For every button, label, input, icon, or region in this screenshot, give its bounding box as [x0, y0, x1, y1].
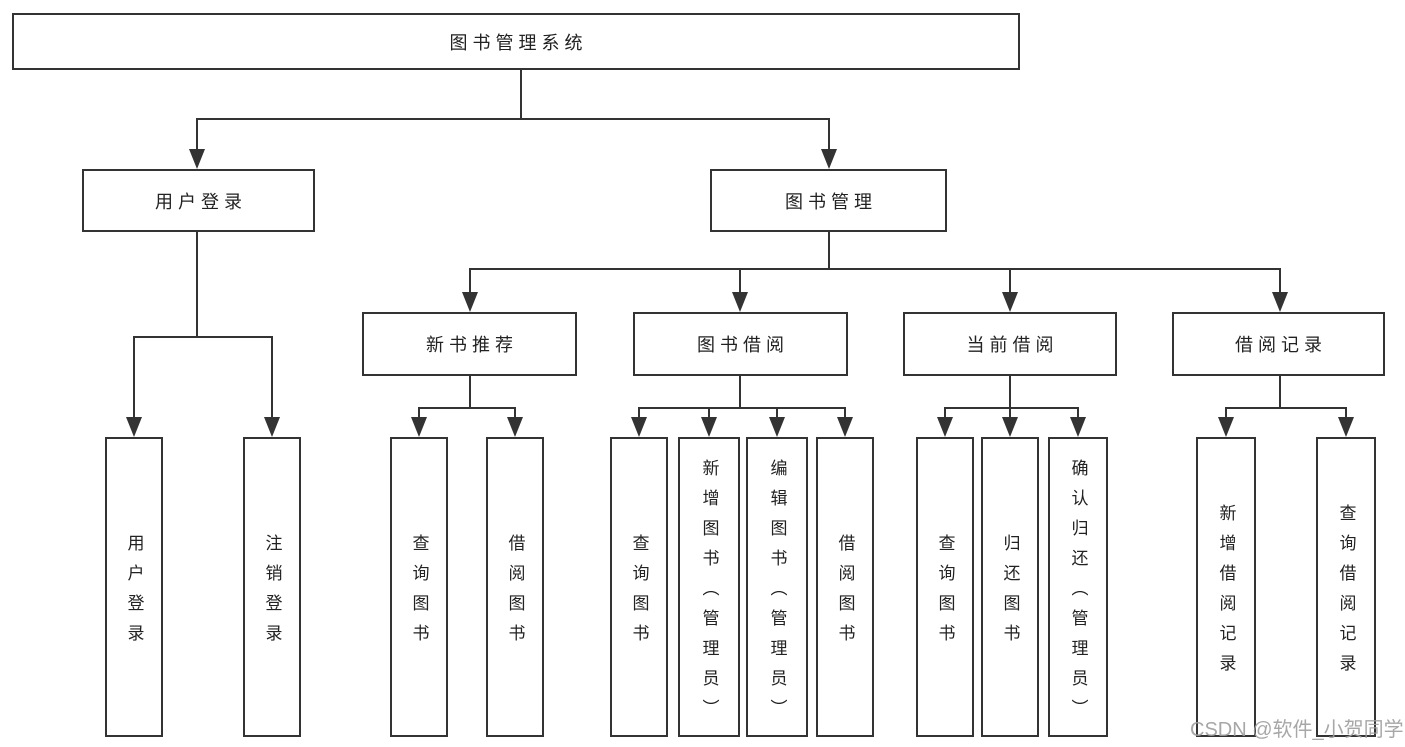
- node-leaf-add-borrow-record-label: 新增借阅记录: [1216, 503, 1236, 684]
- arrow-down-icon: [732, 292, 748, 312]
- node-leaf-add-books-admin-label: 新增图书（管理员）: [699, 458, 719, 729]
- node-leaf-confirm-return-admin-label: 确认归还（管理员）: [1068, 458, 1088, 729]
- connector-borrow-record-rail: [1225, 407, 1347, 409]
- connector-drop: [514, 407, 516, 419]
- node-leaf-return-books-label: 归还图书: [1000, 533, 1020, 654]
- connector-root-stem: [520, 70, 522, 118]
- connector-drop: [638, 407, 640, 419]
- node-leaf-query-books-2: 查询图书: [610, 437, 668, 737]
- arrow-down-icon: [189, 149, 205, 169]
- node-leaf-query-borrow-record-label: 查询借阅记录: [1336, 503, 1356, 684]
- connector-drop: [1009, 407, 1011, 419]
- node-leaf-borrow-books-2: 借阅图书: [816, 437, 874, 737]
- node-root-label: 图书管理系统: [449, 32, 588, 53]
- node-leaf-borrow-books-2-label: 借阅图书: [835, 533, 855, 654]
- node-book-borrow: 图书借阅: [633, 312, 848, 376]
- connector-book-borrow-stem: [739, 375, 741, 407]
- arrow-down-icon: [264, 417, 280, 437]
- connector-drop-book-mgmt: [828, 118, 830, 151]
- arrow-down-icon: [462, 292, 478, 312]
- connector-user-login-rail: [133, 336, 273, 338]
- connector-drop: [776, 407, 778, 419]
- node-leaf-add-borrow-record: 新增借阅记录: [1196, 437, 1256, 737]
- node-current-borrow: 当前借阅: [903, 312, 1117, 376]
- arrow-down-icon: [1272, 292, 1288, 312]
- arrow-down-icon: [631, 417, 647, 437]
- watermark: CSDN @软件_小贺同学: [1190, 719, 1404, 741]
- connector-drop: [844, 407, 846, 419]
- node-leaf-user-login-label: 用户登录: [124, 533, 144, 654]
- node-user-login-label: 用户登录: [155, 191, 247, 212]
- connector-drop: [1077, 407, 1079, 419]
- arrow-down-icon: [1338, 417, 1354, 437]
- connector-drop-login-action: [133, 336, 135, 419]
- connector-new-rec-stem: [469, 375, 471, 407]
- connector-drop-current-borrow: [1009, 268, 1011, 294]
- arrow-down-icon: [1002, 417, 1018, 437]
- connector-drop-user-login: [196, 118, 198, 151]
- connector-book-borrow-rail: [638, 407, 846, 409]
- node-leaf-query-books-3-label: 查询图书: [935, 533, 955, 654]
- arrow-down-icon: [411, 417, 427, 437]
- arrow-down-icon: [837, 417, 853, 437]
- connector-drop-logout-action: [271, 336, 273, 419]
- connector-drop: [1225, 407, 1227, 419]
- connector-new-rec-rail: [418, 407, 516, 409]
- connector-current-borrow-rail: [944, 407, 1079, 409]
- node-book-mgmt-label: 图书管理: [785, 191, 877, 212]
- connector-borrow-record-stem: [1279, 375, 1281, 407]
- node-leaf-query-borrow-record: 查询借阅记录: [1316, 437, 1376, 737]
- connector-drop-borrow-record: [1279, 268, 1281, 294]
- arrow-down-icon: [701, 417, 717, 437]
- node-leaf-query-books-2-label: 查询图书: [629, 533, 649, 654]
- connector-book-mgmt-stem: [828, 231, 830, 268]
- node-root: 图书管理系统: [12, 13, 1020, 70]
- node-new-book-rec: 新书推荐: [362, 312, 577, 376]
- arrow-down-icon: [126, 417, 142, 437]
- connector-drop: [418, 407, 420, 419]
- node-leaf-logout-label: 注销登录: [262, 533, 282, 654]
- node-user-login: 用户登录: [82, 169, 315, 232]
- connector-drop: [1345, 407, 1347, 419]
- connector-level3-rail: [469, 268, 1281, 270]
- node-borrow-record: 借阅记录: [1172, 312, 1385, 376]
- node-book-borrow-label: 图书借阅: [697, 335, 789, 355]
- connector-current-borrow-stem: [1009, 375, 1011, 407]
- connector-drop-new-rec: [469, 268, 471, 294]
- node-leaf-borrow-books-1: 借阅图书: [486, 437, 544, 737]
- arrow-down-icon: [1070, 417, 1086, 437]
- node-new-book-rec-label: 新书推荐: [426, 335, 518, 355]
- arrow-down-icon: [769, 417, 785, 437]
- connector-drop: [944, 407, 946, 419]
- arrow-down-icon: [821, 149, 837, 169]
- node-leaf-user-login: 用户登录: [105, 437, 163, 737]
- node-leaf-query-books-1: 查询图书: [390, 437, 448, 737]
- node-leaf-edit-books-admin: 编辑图书（管理员）: [746, 437, 808, 737]
- node-leaf-borrow-books-1-label: 借阅图书: [505, 533, 525, 654]
- arrow-down-icon: [507, 417, 523, 437]
- arrow-down-icon: [1002, 292, 1018, 312]
- connector-user-login-stem: [196, 231, 198, 336]
- arrow-down-icon: [1218, 417, 1234, 437]
- connector-drop: [708, 407, 710, 419]
- node-book-mgmt: 图书管理: [710, 169, 947, 232]
- node-leaf-query-books-1-label: 查询图书: [409, 533, 429, 654]
- connector-drop-book-borrow: [739, 268, 741, 294]
- node-borrow-record-label: 借阅记录: [1235, 335, 1327, 355]
- connector-level2-rail: [196, 118, 830, 120]
- arrow-down-icon: [937, 417, 953, 437]
- node-leaf-logout: 注销登录: [243, 437, 301, 737]
- node-leaf-add-books-admin: 新增图书（管理员）: [678, 437, 740, 737]
- node-leaf-return-books: 归还图书: [981, 437, 1039, 737]
- node-leaf-confirm-return-admin: 确认归还（管理员）: [1048, 437, 1108, 737]
- node-leaf-query-books-3: 查询图书: [916, 437, 974, 737]
- node-current-borrow-label: 当前借阅: [966, 335, 1059, 355]
- node-leaf-edit-books-admin-label: 编辑图书（管理员）: [767, 458, 787, 729]
